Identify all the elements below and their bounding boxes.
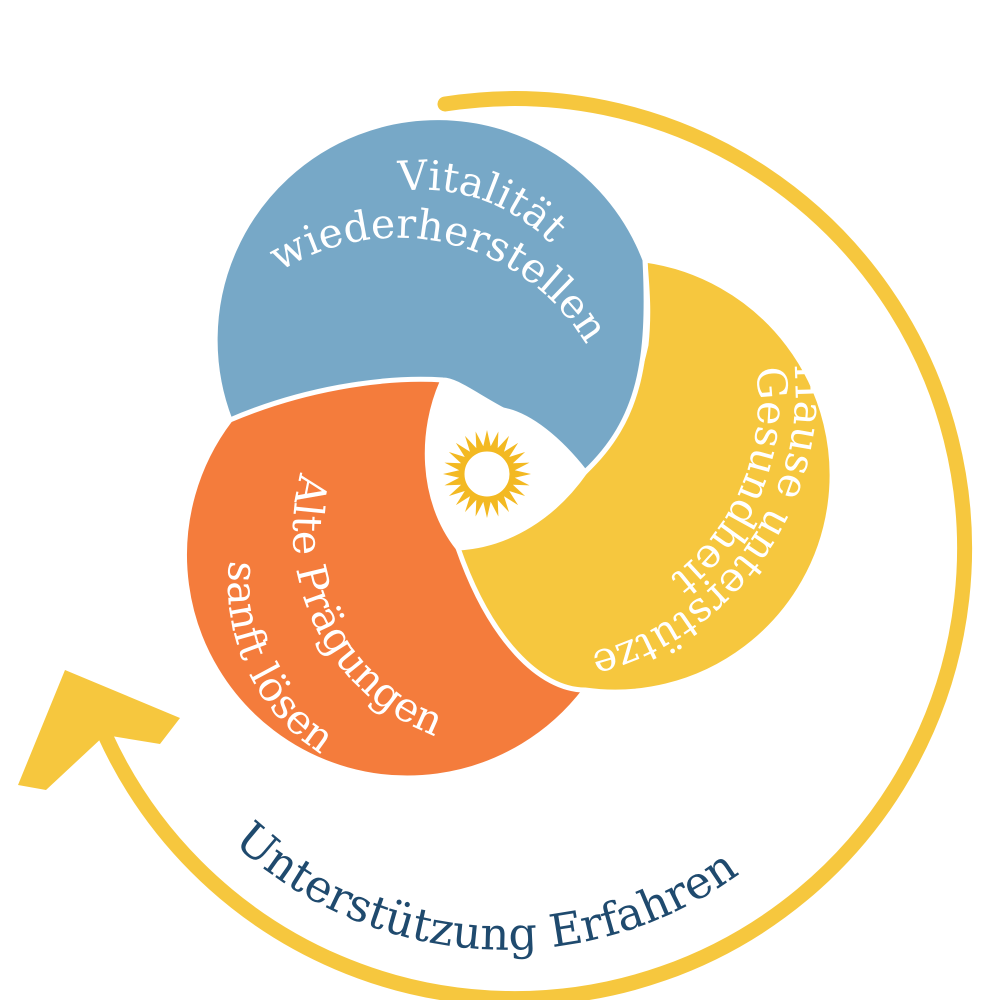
sun-icon	[443, 430, 531, 518]
cycle-arrow-head	[18, 670, 180, 790]
lobe-blue	[212, 115, 649, 476]
cycle-arrow	[18, 91, 973, 1000]
sun-disc	[459, 446, 515, 502]
cycle-arrow-arc	[97, 91, 973, 1000]
lobe-group	[182, 115, 835, 781]
